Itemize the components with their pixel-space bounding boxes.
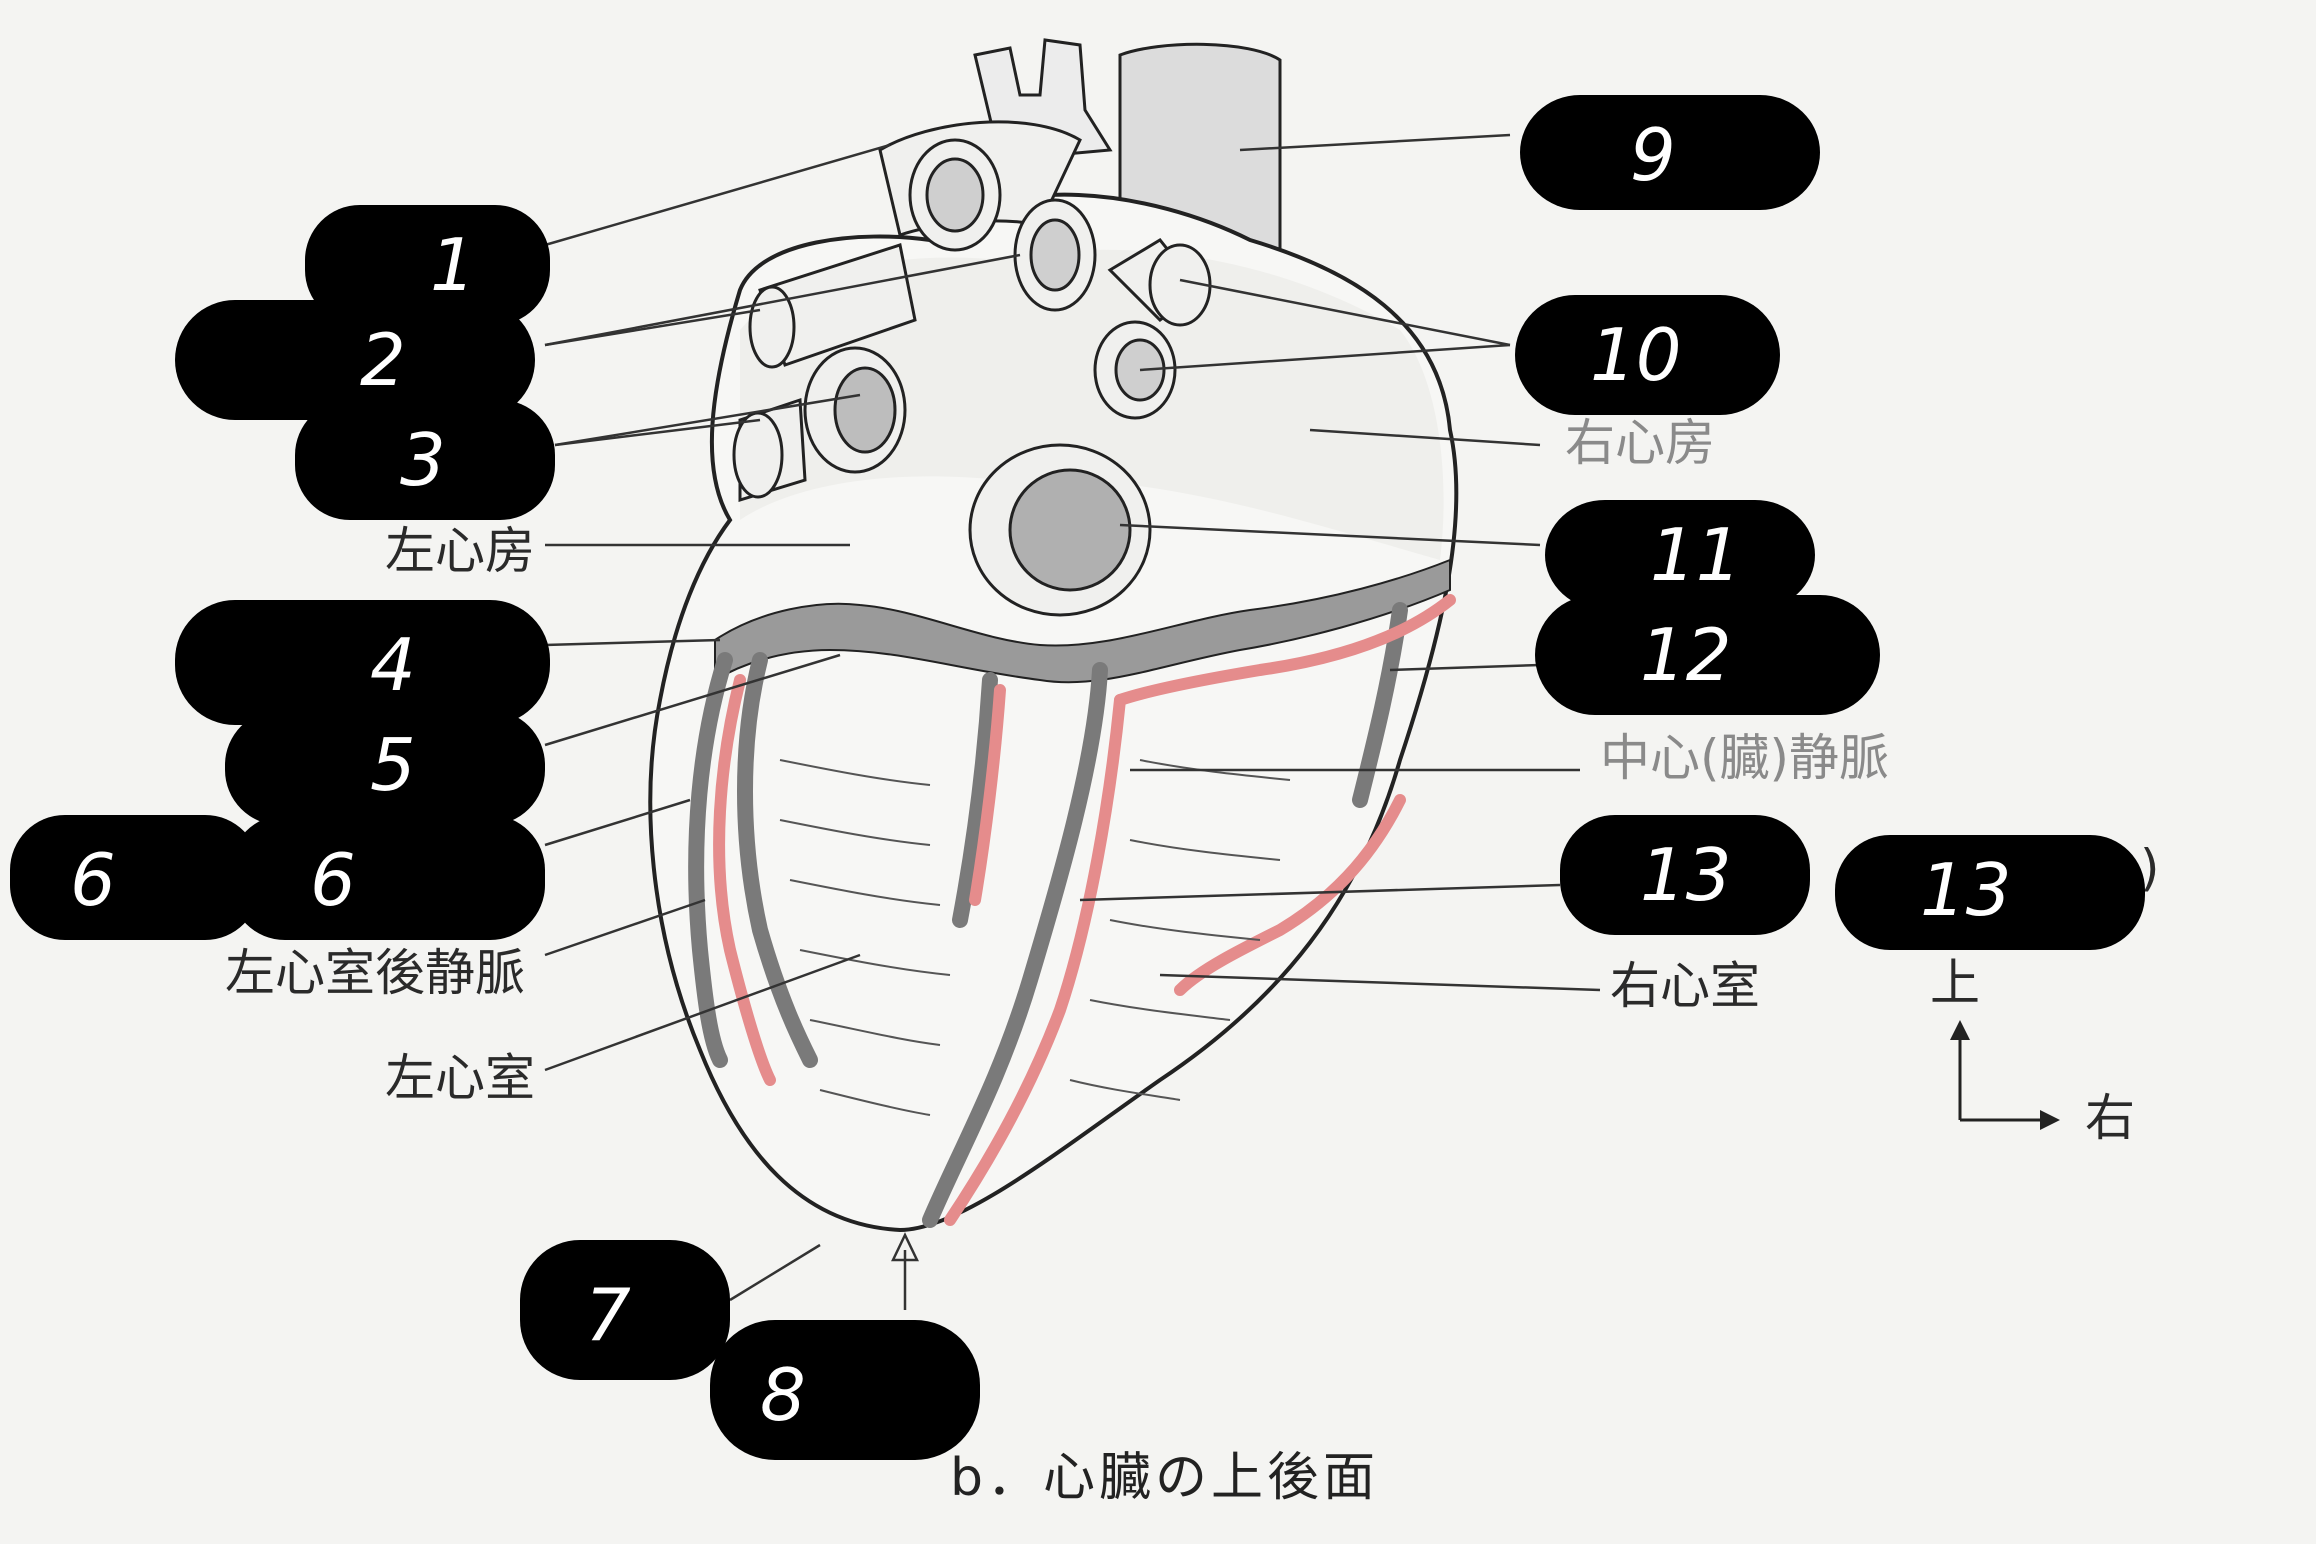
svg-text:3: 3 xyxy=(400,418,446,502)
svg-text:5: 5 xyxy=(370,723,416,807)
label-left-ventricle-posterior-vein: 左心室後静脈 xyxy=(225,944,525,1002)
mask-9: 9 xyxy=(1520,95,1820,210)
svg-text:6: 6 xyxy=(310,838,356,922)
svg-text:2: 2 xyxy=(360,318,406,402)
mask-2: 2 xyxy=(175,300,535,420)
mask-8: 8 xyxy=(710,1320,980,1460)
svg-text:9: 9 xyxy=(1630,113,1676,197)
mask-13b: 13 xyxy=(1835,835,2145,950)
inferior-vena-cava xyxy=(968,443,1152,617)
svg-text:13: 13 xyxy=(1920,848,2012,932)
figure-caption: b．心臓の上後面 xyxy=(950,1448,1379,1508)
pulmonary-veins-right xyxy=(1093,238,1212,420)
mask-10: 10 xyxy=(1515,295,1780,415)
svg-text:1: 1 xyxy=(430,223,476,307)
svg-text:6: 6 xyxy=(70,838,116,922)
svg-text:13: 13 xyxy=(1640,833,1732,917)
orientation-right-label: 右 xyxy=(2085,1089,2135,1147)
mask-11: 11 xyxy=(1545,500,1815,610)
pulmonary-arteries xyxy=(748,120,1097,369)
svg-text:12: 12 xyxy=(1640,613,1732,697)
mask-4: 4 xyxy=(175,600,550,725)
label-middle-cardiac-vein: 中心(臓)静脈 xyxy=(1600,729,1889,787)
label-right-atrium: 右心房 xyxy=(1565,414,1715,472)
orientation-up-label: 上 xyxy=(1930,954,1980,1012)
text-labels: 左心房 右心房 中心(臓)静脈 左心室後静脈 左心室 右心室 ) xyxy=(225,414,2160,1107)
mask-13a: 13 xyxy=(1560,815,1810,935)
label-paren-fragment: ) xyxy=(2140,839,2160,897)
mask-5: 5 xyxy=(225,710,545,825)
label-left-atrium: 左心房 xyxy=(385,522,535,580)
coronary-arteries xyxy=(713,594,1456,1226)
masked-labels: 1 2 3 4 5 6 6 7 8 9 10 11 12 13 13 xyxy=(10,95,2145,1460)
svg-text:11: 11 xyxy=(1650,513,1742,597)
coronary-sinus xyxy=(714,558,1451,684)
atria-region xyxy=(740,249,1444,561)
mask-12: 12 xyxy=(1535,595,1880,715)
svg-text:10: 10 xyxy=(1590,313,1682,397)
mask-1: 1 xyxy=(305,205,550,325)
mask-3: 3 xyxy=(295,400,555,520)
svg-text:7: 7 xyxy=(585,1273,631,1357)
svg-text:4: 4 xyxy=(370,623,416,707)
pulmonary-veins-left xyxy=(732,346,907,503)
label-left-ventricle: 左心室 xyxy=(385,1049,535,1107)
label-right-ventricle: 右心室 xyxy=(1610,957,1760,1015)
leader-lines xyxy=(544,133,1601,1310)
svg-text:8: 8 xyxy=(760,1353,806,1437)
ventricle-striations xyxy=(779,759,1291,1116)
heart-illustration xyxy=(648,38,1459,1233)
mask-6a: 6 xyxy=(10,815,260,940)
orientation-indicator: 上 右 xyxy=(1930,954,2135,1147)
mask-7: 7 xyxy=(520,1240,730,1380)
mask-6b: 6 xyxy=(230,815,545,940)
